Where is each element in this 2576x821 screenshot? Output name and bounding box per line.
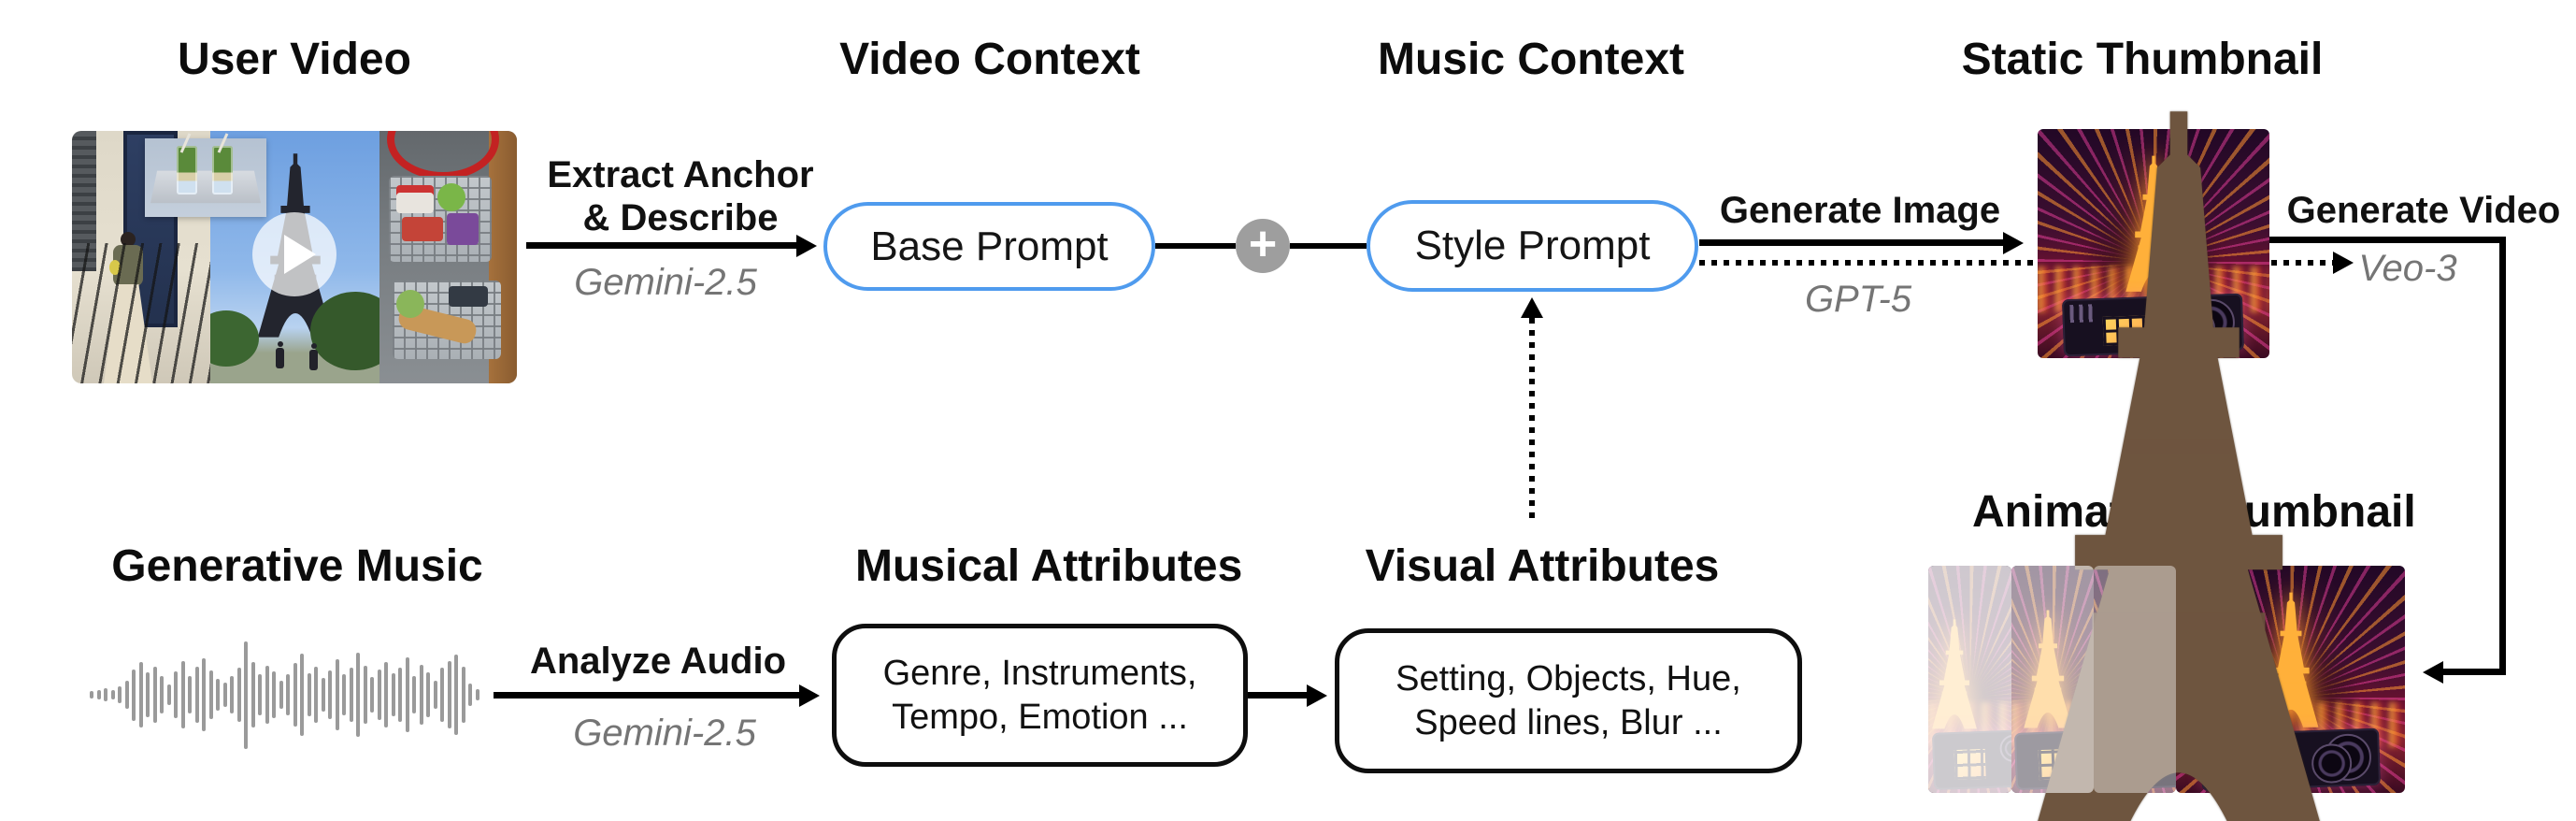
red-basket-handle [387,131,499,180]
grocery-basket [389,176,492,262]
user-video-thumbnail [72,131,517,383]
gpt5-model-label: GPT-5 [1804,279,1912,320]
drinks-tray [150,170,261,204]
arrowhead-icon [2333,252,2354,274]
arrowhead-icon [2003,232,2024,254]
music-context-title: Music Context [1377,35,1685,84]
arrowhead-icon [2423,661,2443,684]
base-prompt-node: Base Prompt [823,202,1155,291]
extract-anchor-label: Extract Anchor & Describe [547,154,814,238]
static-thumbnail-title: Static Thumbnail [1961,35,2324,84]
generate-image-label: Generate Image [1719,190,2001,231]
arrowhead-icon [796,235,817,257]
visual-attributes-title: Visual Attributes [1365,541,1720,591]
connector-line [1290,243,1367,249]
collage-photo-groceries [379,131,517,383]
audio-waveform [90,639,486,751]
gemini-model-label-2: Gemini-2.5 [573,713,756,754]
analyze-audio-label: Analyze Audio [529,641,787,682]
generative-music-title: Generative Music [111,541,483,591]
style-prompt-node: Style Prompt [1367,200,1698,292]
veo3-model-label: Veo-3 [2358,248,2457,289]
musical-attributes-title: Musical Attributes [855,541,1243,591]
collage-photo-drinks [145,133,266,217]
connector-line [1155,243,1236,249]
visual-attributes-node: Setting, Objects, Hue, Speed lines, Blur… [1335,628,1802,773]
gemini-model-label: Gemini-2.5 [574,262,757,303]
arrowhead-icon [1521,297,1543,318]
person [309,343,318,370]
gpt5-dotted-line [1699,260,2038,266]
video-frame-3 [2094,566,2176,793]
stair-railing [72,243,210,383]
arrowhead-icon [799,684,820,707]
plus-icon: + [1236,219,1290,273]
tree [310,292,379,370]
person [276,341,284,368]
user-video-title: User Video [178,35,411,84]
play-icon [252,212,336,296]
arrowhead-icon [1307,684,1327,707]
grocery-basket [393,281,501,359]
generate-video-label: Generate Video [2286,190,2561,231]
video-frame-1 [1928,566,2011,793]
matcha-drink [212,133,233,194]
matcha-drink [177,133,197,194]
musical-attributes-node: Genre, Instruments, Tempo, Emotion ... [832,624,1248,767]
video-frame-2 [2011,566,2094,793]
video-context-title: Video Context [839,35,1140,84]
